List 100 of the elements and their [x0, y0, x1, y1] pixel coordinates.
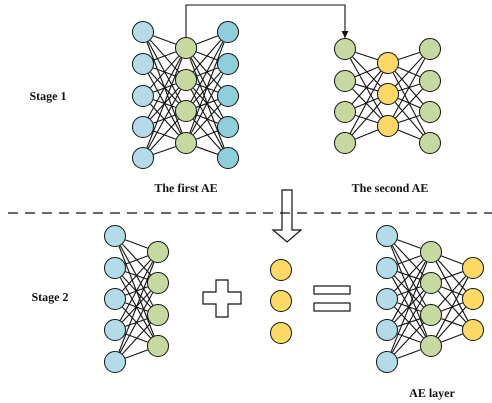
- connection-line: [392, 245, 426, 306]
- connection-line: [196, 67, 218, 77]
- connection-line: [397, 318, 421, 327]
- connection-line: [196, 146, 218, 155]
- connection-line: [150, 118, 179, 150]
- connection-line: [192, 88, 222, 120]
- connection-line: [438, 276, 466, 308]
- neuron-circle: [334, 101, 356, 123]
- connection-line: [118, 246, 154, 336]
- connection-line: [192, 104, 222, 136]
- connection-line: [120, 261, 154, 321]
- neuron-circle: [147, 272, 169, 294]
- connection-line: [397, 271, 421, 280]
- connection-line: [441, 286, 463, 296]
- connection-line: [122, 260, 151, 292]
- connection-line: [125, 271, 148, 280]
- neuron-circle: [377, 52, 399, 74]
- connection-line: [394, 306, 424, 338]
- connection-line: [148, 57, 182, 118]
- connection-line: [150, 72, 179, 104]
- connection-line: [441, 255, 463, 265]
- connection-line: [441, 333, 463, 343]
- connection-line: [122, 306, 151, 338]
- connection-line: [397, 286, 421, 296]
- neuron-circle: [175, 37, 197, 59]
- neuron-circle: [334, 38, 356, 60]
- neuron-circle: [217, 85, 239, 107]
- connection-line: [122, 322, 151, 354]
- neuron-circle: [419, 70, 441, 92]
- connection-line: [441, 302, 463, 312]
- connection-line: [189, 42, 225, 133]
- connection-line: [355, 52, 378, 60]
- connection-line: [120, 277, 154, 337]
- connection-line: [150, 56, 180, 88]
- connection-line: [352, 88, 381, 118]
- connection-line: [395, 56, 423, 86]
- neuron-circle: [420, 241, 442, 263]
- connection-line: [153, 83, 176, 93]
- connection-line: [397, 333, 421, 343]
- neuron-circle: [376, 257, 398, 279]
- connection-line: [120, 245, 154, 306]
- neuron-circle: [419, 132, 441, 154]
- connection-line: [397, 255, 421, 265]
- neuron-circle: [147, 335, 169, 357]
- connection-line: [146, 42, 183, 133]
- connection-line: [148, 89, 182, 149]
- connection-line: [196, 99, 218, 108]
- connection-line: [352, 56, 381, 86]
- neuron-circle: [104, 319, 126, 341]
- connection-line: [436, 261, 468, 321]
- connection-line: [392, 277, 426, 337]
- connection-line: [192, 40, 222, 72]
- connection-line: [394, 260, 424, 292]
- neuron-circle: [175, 132, 197, 154]
- connection-line: [394, 244, 424, 276]
- connection-line: [118, 262, 154, 352]
- connection-line: [120, 292, 154, 353]
- neuron-circle: [132, 116, 154, 138]
- neuron-circle: [132, 85, 154, 107]
- neuron-circle: [175, 69, 197, 91]
- neuron-circle: [420, 272, 442, 294]
- connection-line: [352, 102, 382, 136]
- connection-line: [150, 104, 179, 136]
- connection-line: [125, 318, 148, 327]
- neuron-circle: [334, 132, 356, 154]
- network-caption: The second AE: [352, 182, 428, 194]
- neuron-circle: [376, 225, 398, 247]
- connection-line: [190, 57, 224, 118]
- neuron-circle: [376, 319, 398, 341]
- neuron-circle: [419, 101, 441, 123]
- neuron-circle: [217, 53, 239, 75]
- connection-line: [398, 130, 420, 140]
- connection-line: [392, 58, 426, 117]
- connection-line: [125, 333, 148, 343]
- neuron-circle: [420, 304, 442, 326]
- connection-line: [153, 146, 176, 155]
- connection-line: [398, 52, 420, 60]
- connection-line: [394, 102, 424, 135]
- connection-line: [192, 72, 222, 104]
- connection-line: [148, 41, 182, 102]
- neuron-circle: [175, 100, 197, 122]
- connection-line: [148, 73, 182, 134]
- neuron-circle: [334, 70, 356, 92]
- connection-line: [350, 58, 384, 117]
- neuron-circle: [419, 38, 441, 60]
- neuron-circle: [104, 225, 126, 247]
- connection-line: [192, 56, 222, 88]
- connection-line: [196, 83, 218, 93]
- neuron-circle: [147, 304, 169, 326]
- connection-line: [196, 114, 218, 124]
- neuron-circle: [132, 53, 154, 75]
- connection-line: [125, 302, 148, 312]
- connection-line: [190, 89, 224, 149]
- neuron-circle: [462, 288, 484, 310]
- connection-line: [153, 114, 176, 124]
- connection-line: [122, 290, 151, 322]
- connection-line: [355, 84, 378, 92]
- connection-line: [395, 88, 423, 118]
- neuron-circle: [217, 147, 239, 169]
- connection-line: [355, 114, 378, 124]
